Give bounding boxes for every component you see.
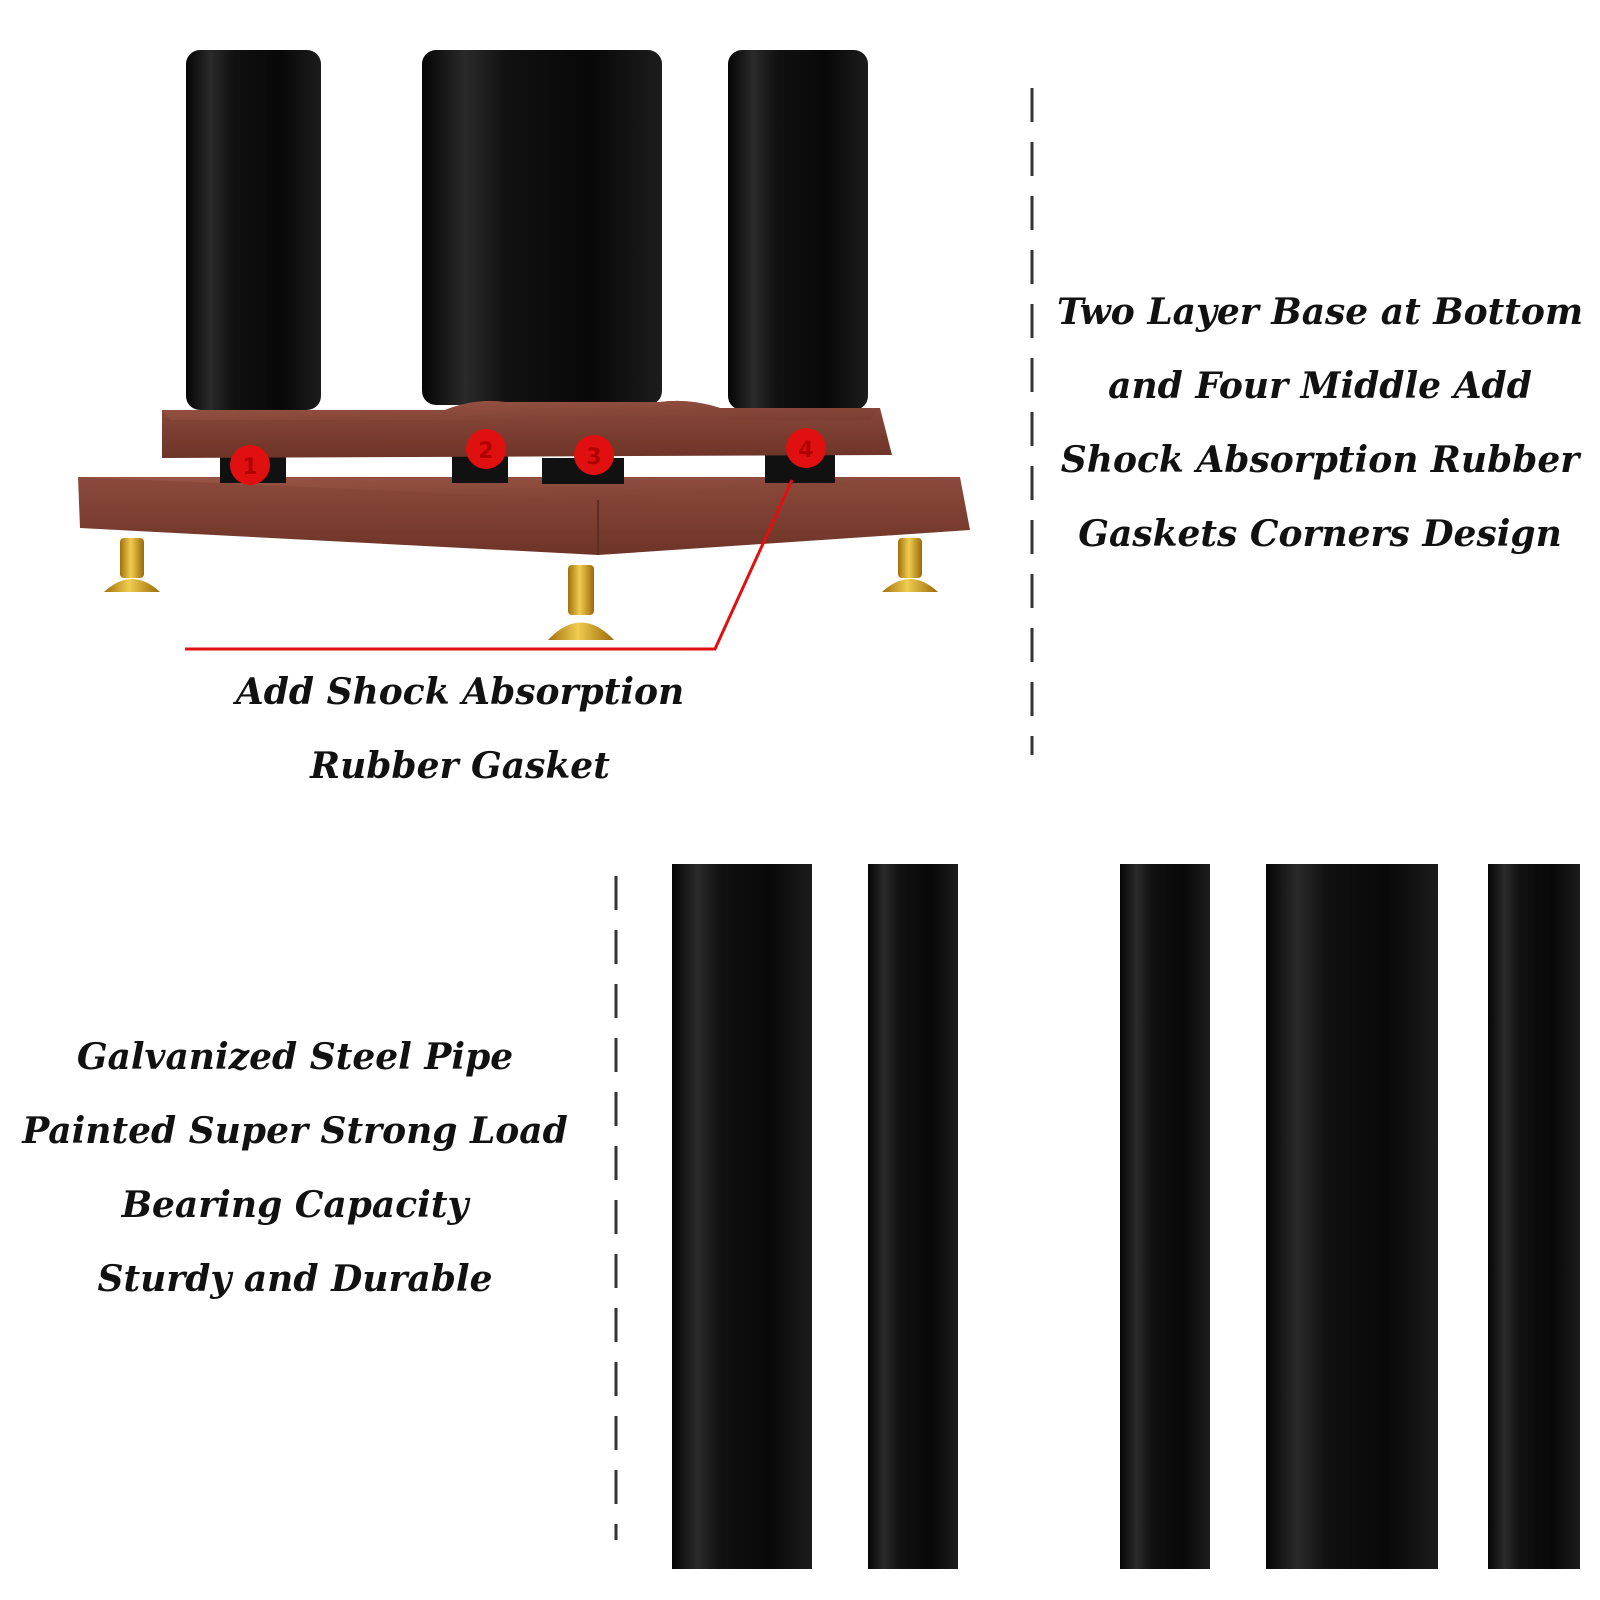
stand-pipes-top xyxy=(186,50,868,410)
caption-line: Painted Super Strong Load xyxy=(22,1110,568,1152)
pipe-center xyxy=(422,50,662,405)
caption-line: Shock Absorption Rubber xyxy=(1060,439,1580,481)
marker-1-label: 1 xyxy=(242,455,257,480)
rubber-gasket-caption: Add Shock Absorption Rubber Gasket xyxy=(170,655,750,803)
caption-line: Bearing Capacity xyxy=(121,1184,469,1226)
caption-line: and Four Middle Add xyxy=(1108,365,1532,407)
bottom-board xyxy=(78,477,970,555)
steel-pipe-1 xyxy=(672,864,812,1569)
steel-pipe-5 xyxy=(1488,864,1580,1569)
caption-line: Sturdy and Durable xyxy=(97,1258,493,1300)
caption-line: Add Shock Absorption xyxy=(235,671,685,713)
steel-pipe-4 xyxy=(1266,864,1438,1569)
caption-line: Gaskets Corners Design xyxy=(1078,513,1562,555)
steel-pipe-caption: Galvanized Steel Pipe Painted Super Stro… xyxy=(0,1020,590,1316)
pipe-right xyxy=(728,50,868,410)
marker-4 xyxy=(786,428,826,468)
caption-line: Two Layer Base at Bottom xyxy=(1056,291,1584,333)
marker-3-label: 3 xyxy=(586,445,601,470)
marker-3 xyxy=(574,435,614,475)
steel-pipes-bottom xyxy=(672,864,1580,1569)
steel-pipe-3 xyxy=(1120,864,1210,1569)
marker-2 xyxy=(466,429,506,469)
pipe-left xyxy=(186,50,321,410)
steel-pipe-2 xyxy=(868,864,958,1569)
caption-line: Galvanized Steel Pipe xyxy=(76,1036,514,1078)
top-board xyxy=(162,400,892,458)
marker-4-label: 4 xyxy=(798,438,813,463)
marker-1 xyxy=(230,445,270,485)
gasket-leader-line xyxy=(185,479,794,651)
caption-line: Rubber Gasket xyxy=(310,745,610,787)
base-design-caption: Two Layer Base at Bottom and Four Middle… xyxy=(1040,275,1600,571)
gold-spikes xyxy=(104,538,938,640)
gasket-markers: 1 2 3 4 xyxy=(230,428,826,485)
marker-2-label: 2 xyxy=(478,439,493,464)
